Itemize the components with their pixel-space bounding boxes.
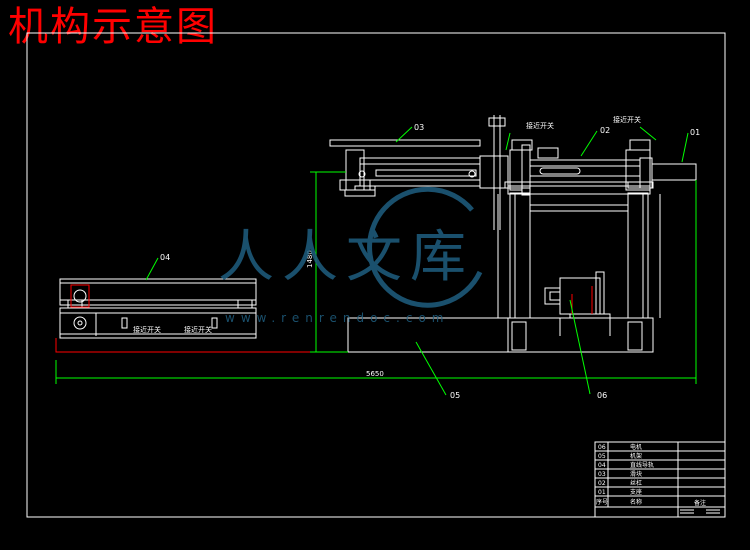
- table-row-no: 02: [598, 480, 606, 487]
- callout-06: 06: [597, 391, 607, 400]
- support-frame: [497, 181, 661, 319]
- red-marker-box: [70, 284, 90, 308]
- callout-05: 05: [450, 391, 460, 400]
- page-title: 机构示意图: [8, 4, 218, 50]
- callout-01: 01: [690, 128, 700, 137]
- table-row-no: 03: [598, 471, 606, 478]
- callout-03: 03: [414, 123, 424, 132]
- watermark-ring: [367, 186, 483, 308]
- screw-assembly: [329, 115, 697, 230]
- base-frame: [347, 317, 654, 353]
- table-row-name: 机架: [630, 452, 642, 460]
- table-row-no: 04: [598, 462, 606, 469]
- callout-04: 04: [160, 253, 170, 262]
- sensor-label-left-upper: 接近开关: [526, 121, 554, 130]
- dimension-width-text: 5650: [366, 370, 384, 378]
- dimension-height-text: 1480: [306, 250, 314, 268]
- drawing-frame: [26, 32, 726, 518]
- table-row-name: 丝杠: [630, 479, 642, 487]
- dimension-lines: [55, 126, 697, 396]
- table-footer-label: 备注: [694, 499, 706, 507]
- table-row-no: 05: [598, 453, 606, 460]
- table-row-no: 06: [598, 444, 606, 451]
- table-header-name: 名称: [630, 498, 642, 506]
- motor: [544, 271, 611, 319]
- table-row-name: 滑块: [630, 470, 642, 478]
- watermark-logo-text: 人人文库: [218, 225, 474, 290]
- linear-guide-assembly: [59, 278, 257, 339]
- red-link-line: [55, 338, 348, 353]
- table-row-name: 支座: [630, 488, 642, 496]
- callout-02: 02: [600, 126, 610, 135]
- table-row-no: 01: [598, 489, 606, 496]
- motor-red-marks: [571, 286, 593, 314]
- watermark: 人人文库 www.renrendoc.com: [218, 186, 483, 325]
- table-row-name: 电机: [630, 443, 642, 451]
- table-header-no: 序号: [596, 498, 608, 506]
- parts-table-text: 06 电机 05 机架 04 直线导轨 03 滑块 02 丝杠 01 支座 序号…: [596, 443, 706, 507]
- parts-table: [594, 441, 726, 518]
- sensor-label-left-lower: 接近开关: [133, 325, 161, 334]
- sensor-label-right-upper: 接近开关: [613, 115, 641, 124]
- watermark-url: www.renrendoc.com: [225, 311, 449, 325]
- sensor-label-right-lower: 接近开关: [184, 325, 212, 334]
- table-row-name: 直线导轨: [630, 461, 654, 469]
